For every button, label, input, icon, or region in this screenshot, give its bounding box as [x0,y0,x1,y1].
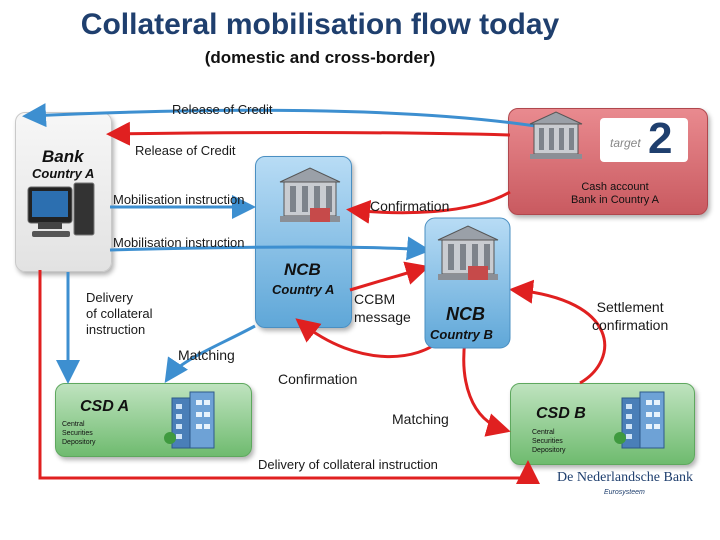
release-credit-top-label: Release of Credit [172,102,273,117]
confirmation-mid-arrow [295,318,442,359]
page-subtitle: (domestic and cross-border) [204,48,436,67]
bank-country: Country A [32,166,95,181]
settlement-confirmation-label: Settlement confirmation [592,299,669,333]
release-credit-red-arrow [106,121,511,146]
target2-logo-number: 2 [648,114,673,163]
matching-right-arrow [462,339,511,437]
delivery-bottom-arrow [38,270,540,484]
ccbm-arrow [349,261,430,292]
csd-a-name: CSD A [80,398,130,415]
mobilisation-instruction-label-1: Mobilisation instruction [113,192,245,207]
matching-right-label: Matching [392,411,449,427]
release-credit-second-label: Release of Credit [135,143,236,158]
csd-a-description: Central Securities Depository [62,421,96,446]
bank-building-icon [279,167,341,222]
csd-b-description: Central Securities Depository [532,429,566,454]
mobilisation-instruction-label-2: Mobilisation instruction [113,235,245,250]
bank-name: Bank [42,147,84,166]
ccbm-message-label: CCBM message [354,291,411,325]
ncb-b-country: Country B [430,327,493,342]
ncb-a-country: Country A [272,282,335,297]
delivery-collateral-label: Delivery of collateral instruction [86,290,153,337]
settlement-arrow [509,279,607,385]
dnb-logo: De Nederlandsche Bank [557,470,694,485]
confirmation-red-arrow [346,190,511,224]
dnb-logo-subtext: Eurosysteem [604,489,645,496]
computer-icon [27,182,95,237]
confirmation-top-label: Confirmation [370,198,450,214]
cash-account-label: Cash account Bank in Country A [570,181,660,206]
target2-logo: target 2 [600,114,688,163]
release-credit-top-arrow [22,103,561,132]
bank-building-icon [437,225,499,280]
matching-left-label: Matching [178,347,235,363]
page-title: Collateral mobilisation flow today [80,8,560,41]
office-building-icon [614,391,665,449]
matching-left-arrow [164,324,256,383]
csd-a-box [55,383,252,457]
office-building-icon [164,391,215,449]
target2-logo-text: target [610,136,641,150]
bank-building-icon [529,111,583,159]
mobilisation-arrow-2 [109,236,431,261]
delivery-bottom-label: Delivery of collateral instruction [258,457,438,472]
confirmation-mid-label: Confirmation [278,371,358,387]
csd-b-name: CSD B [536,405,586,422]
ncb-b-name: NCB [446,304,485,324]
ncb-a-name: NCB [284,260,321,279]
